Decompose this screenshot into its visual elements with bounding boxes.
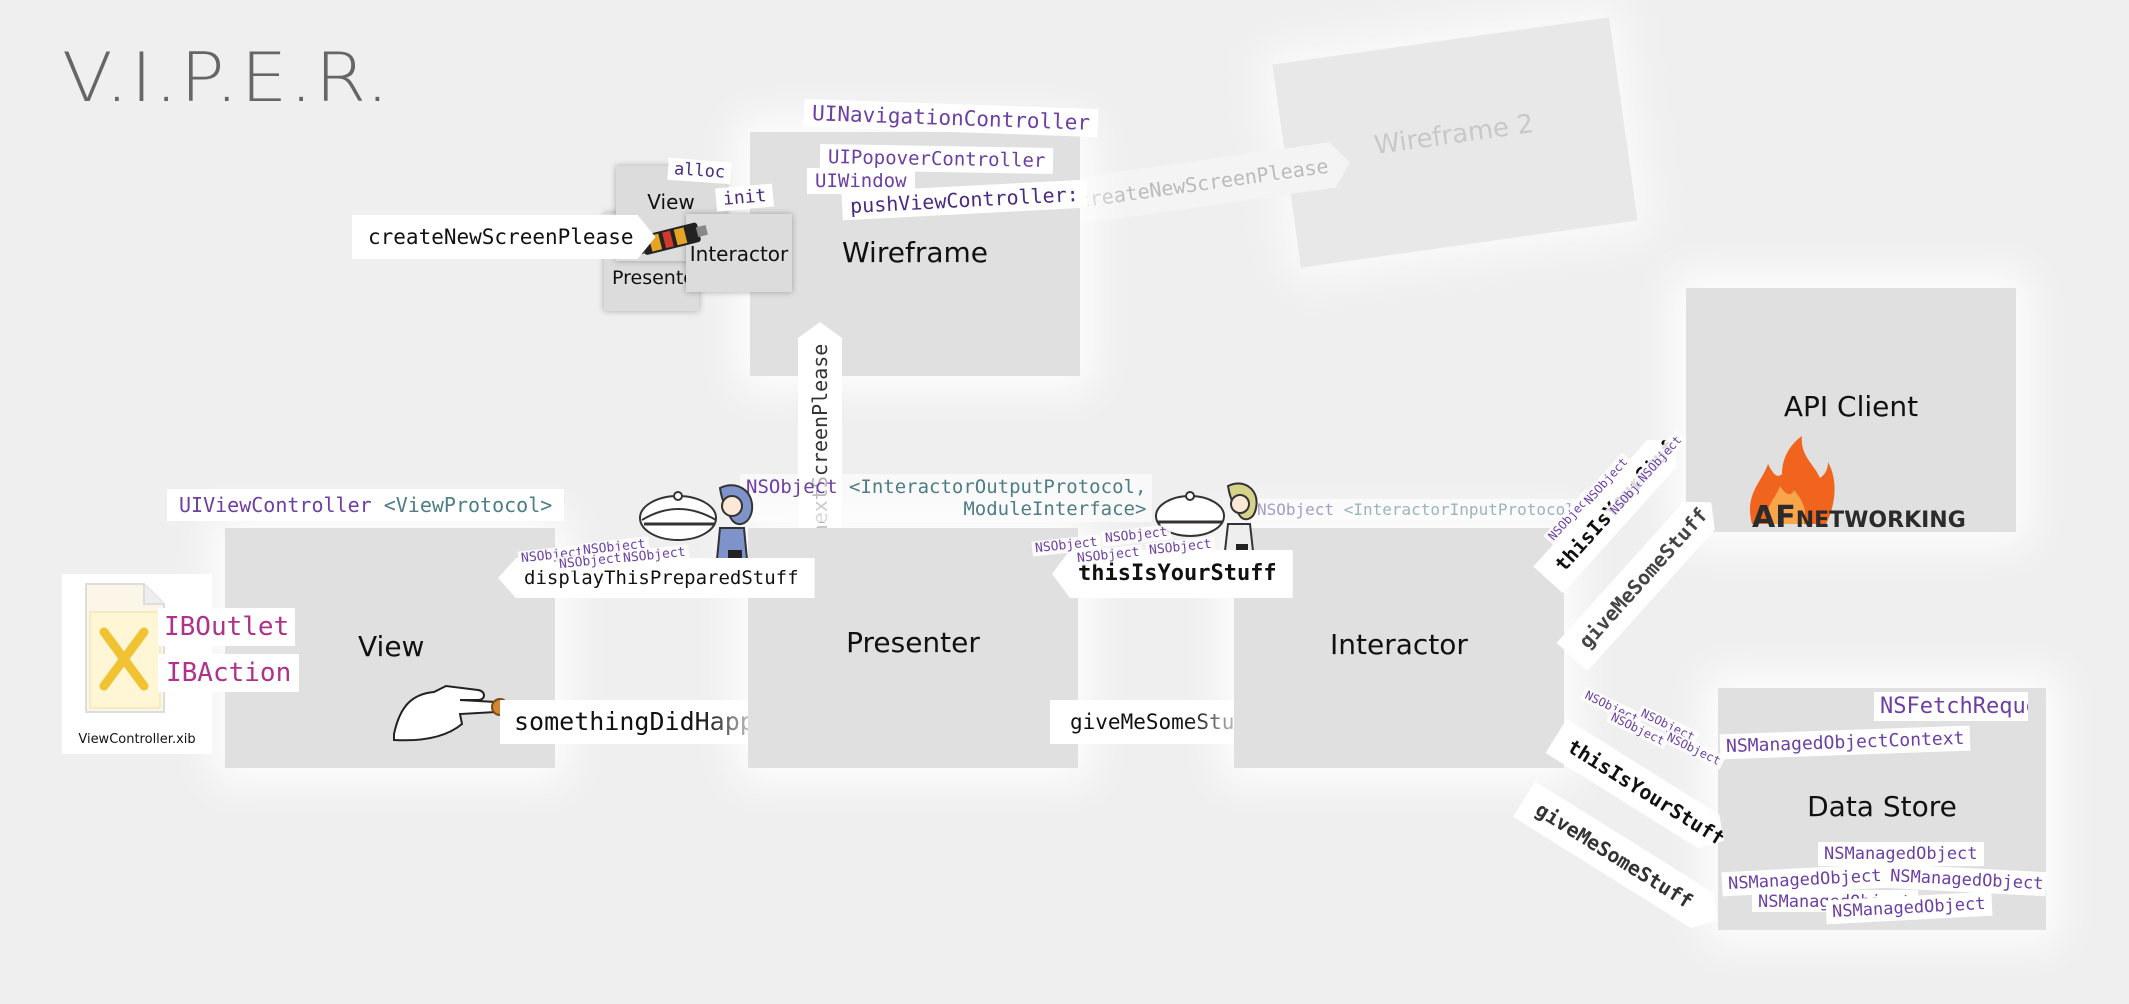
this-is-your-stuff-arrow: thisIsYourStuff	[1052, 550, 1293, 598]
create-new-screen-arrow: createNewScreenPlease	[352, 215, 656, 259]
presenter-protocol-1: <InteractorOutputProtocol,	[848, 476, 1147, 498]
api-client-label: API Client	[1783, 390, 1919, 423]
view-class: UIViewController	[179, 493, 372, 517]
ds-fetch-request-tag: NSFetchRequest	[1874, 692, 2028, 721]
data-store-label: Data Store	[1807, 790, 1957, 823]
xib-filename: ViewController.xib	[78, 732, 196, 747]
api-client-box: API Client	[1686, 288, 2016, 532]
presenter-protocol-tag: NSObject <InteractorOutputProtocol, Modu…	[740, 474, 1153, 522]
xib-file-icon	[85, 583, 165, 713]
diagram-title: V.I.P.E.R.	[62, 38, 392, 118]
wireframe-tag-popover: UIPopoverController	[819, 143, 1054, 175]
afnetworking-af: AF	[1752, 500, 1796, 535]
presenter-class: NSObject	[746, 476, 838, 498]
ibaction-tag: IBAction	[158, 654, 300, 692]
view-protocol-tag: UIViewController <ViewProtocol>	[167, 489, 565, 521]
display-prepared-arrow: displayThisPreparedStuff	[498, 558, 815, 598]
flame-icon	[1749, 436, 1835, 524]
ds-managed-object-1: NSManagedObject	[1818, 842, 1984, 866]
afnetworking-networking: NETWORKING	[1795, 508, 1966, 533]
interactor-label: Interactor	[1330, 628, 1468, 661]
mini-presenter-label: Presente	[612, 267, 695, 289]
mini-interactor-label: Interactor	[689, 242, 789, 266]
view-label: View	[358, 630, 425, 663]
mini-view-label: View	[647, 190, 695, 214]
pointing-hand-icon	[393, 684, 509, 742]
afnetworking-logo-text: AFNETWORKING	[1752, 500, 1966, 535]
alloc-tag: alloc	[667, 157, 732, 185]
iboutlet-tag: IBOutlet	[158, 608, 296, 646]
interactor-protocol: <InteractorInputProtocol>	[1343, 500, 1585, 519]
presenter-protocol-2: ModuleInterface>	[963, 498, 1147, 520]
view-protocol: <ViewProtocol>	[383, 493, 553, 517]
interactor-class: NSObject	[1257, 500, 1335, 519]
interactor-protocol-tag: NSObject <InteractorInputProtocol>	[1252, 499, 1590, 520]
wireframe2-box: Wireframe 2	[1272, 17, 1638, 268]
wireframe-label: Wireframe	[841, 236, 988, 269]
presenter-label: Presenter	[846, 626, 980, 659]
